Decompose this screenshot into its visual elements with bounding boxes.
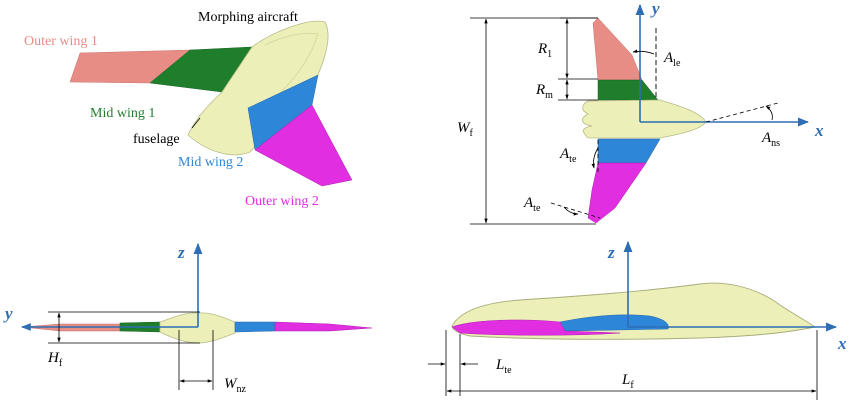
r1-label: R1 xyxy=(537,41,552,60)
ate1-arc xyxy=(591,147,599,169)
side-x-label: x xyxy=(837,334,847,353)
mid-wing-1-label: Mid wing 1 xyxy=(90,106,155,121)
leader-fuselage xyxy=(191,117,201,129)
lf-label: Lf xyxy=(621,372,634,391)
top-outer-wing-2 xyxy=(587,162,647,224)
top-mid-wing-2 xyxy=(597,138,661,164)
front-z-label: z xyxy=(177,243,185,262)
front-y-label: y xyxy=(3,304,13,323)
wf-label: Wf xyxy=(457,120,474,139)
top-view: x y Wf R1 Rm Ale Ans Ate Ate xyxy=(457,0,824,225)
side-view: x z Lte Lf xyxy=(428,240,847,400)
front-mid-wing-2 xyxy=(234,321,276,333)
ale-arc xyxy=(632,49,655,55)
title-label: Morphing aircraft xyxy=(198,10,298,25)
hf-label: Hf xyxy=(47,350,63,369)
ate2-ref-line xyxy=(550,202,601,219)
top-outer-wing-1 xyxy=(592,17,643,81)
top-mid-wing-1 xyxy=(597,79,659,101)
ate2-label: Ate xyxy=(523,195,541,214)
isometric-view: Morphing aircraft Outer wing 1 Mid wing … xyxy=(24,10,353,209)
ans-label: Ans xyxy=(761,130,780,149)
top-y-label: y xyxy=(650,0,660,18)
side-outer-wing-2 xyxy=(451,319,621,336)
ate1-label: Ate xyxy=(559,146,577,165)
outer-wing-1-label: Outer wing 1 xyxy=(24,34,98,49)
top-x-label: x xyxy=(814,121,824,140)
top-fuselage xyxy=(582,99,707,139)
front-outer-wing-2 xyxy=(274,321,373,332)
lte-label: Lte xyxy=(495,357,512,376)
ans-arc xyxy=(765,105,773,121)
outer-wing-2-shape xyxy=(254,104,353,187)
front-view: y z Hf Wnz xyxy=(3,242,373,395)
rm-label: Rm xyxy=(535,82,553,101)
ate2-arc xyxy=(563,206,579,216)
ans-ref-line xyxy=(705,102,779,123)
mid-wing-2-label: Mid wing 2 xyxy=(178,155,243,170)
outer-wing-2-label: Outer wing 2 xyxy=(245,194,319,209)
side-z-label: z xyxy=(607,243,615,262)
wnz-label: Wnz xyxy=(224,376,247,395)
fuselage-label: fuselage xyxy=(133,132,180,147)
ale-label: Ale xyxy=(663,50,681,69)
fuselage-highlight xyxy=(259,32,319,111)
